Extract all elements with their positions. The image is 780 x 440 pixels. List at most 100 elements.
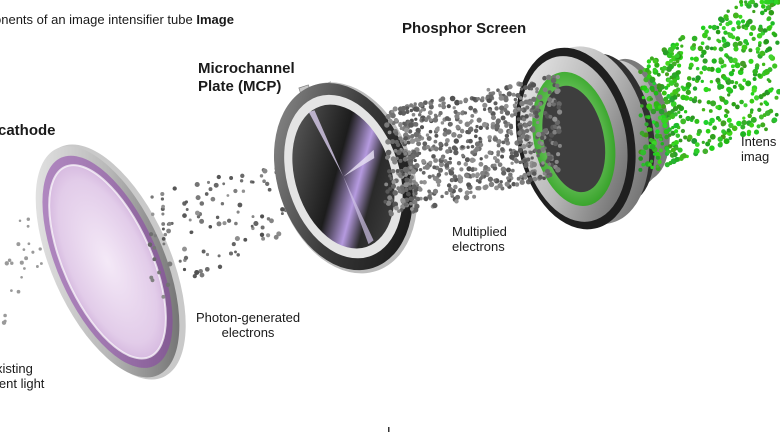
green-particle bbox=[677, 147, 683, 153]
ambient-particle bbox=[10, 289, 13, 292]
multiplied-electron-particle bbox=[418, 168, 423, 172]
multiplied-electron-particle bbox=[482, 102, 488, 108]
green-particle bbox=[676, 104, 681, 109]
multiplied-electron-particle bbox=[556, 128, 562, 134]
multiplied-electron-particle bbox=[554, 83, 560, 89]
green-particle bbox=[726, 9, 730, 13]
multiplied-electron-particle bbox=[399, 208, 404, 212]
green-particle bbox=[718, 57, 723, 62]
multiplied-electron-particle bbox=[412, 106, 418, 112]
electron-particle bbox=[194, 181, 200, 188]
multiplied-electron-particle bbox=[542, 176, 546, 181]
multiplied-electron-particle bbox=[445, 138, 450, 143]
green-particle bbox=[660, 142, 665, 146]
green-particle bbox=[734, 5, 738, 10]
multiplied-electron-particle bbox=[553, 99, 558, 104]
multiplied-electron-particle bbox=[412, 195, 417, 199]
multiplied-electron-particle bbox=[475, 186, 480, 191]
multiplied-electron-particle bbox=[405, 109, 410, 114]
green-particle bbox=[735, 104, 740, 110]
electron-particle bbox=[182, 246, 187, 252]
multiplied-electron-particle bbox=[487, 176, 494, 182]
multiplied-electron-particle bbox=[552, 129, 558, 135]
multiplied-electron-particle bbox=[418, 187, 423, 192]
multiplied-electron-particle bbox=[517, 107, 521, 111]
green-particle bbox=[775, 40, 780, 45]
multiplied-electron-particle bbox=[535, 87, 539, 91]
multiplied-electron-particle bbox=[494, 106, 499, 111]
multiplied-electron-particle bbox=[438, 141, 443, 147]
electron-particle bbox=[237, 202, 243, 208]
green-particle bbox=[692, 43, 696, 48]
green-particle bbox=[721, 26, 726, 30]
green-particle bbox=[680, 128, 686, 134]
green-particle bbox=[748, 58, 754, 64]
multiplied-electron-particle bbox=[401, 172, 405, 176]
multiplied-electron-particle bbox=[475, 172, 480, 178]
green-particle bbox=[749, 31, 754, 37]
multiplied-electron-particle bbox=[527, 120, 533, 126]
electron-particle bbox=[215, 215, 220, 220]
green-particle bbox=[706, 66, 712, 72]
multiplied-electron-particle bbox=[504, 181, 510, 187]
green-particle bbox=[673, 129, 679, 134]
multiplied-electron-particle bbox=[531, 96, 537, 102]
multiplied-electron-particle bbox=[414, 117, 418, 121]
green-particle bbox=[732, 12, 739, 19]
multiplied-electron-particle bbox=[456, 111, 461, 116]
multiplied-electron-particle bbox=[552, 116, 558, 122]
green-particle bbox=[669, 47, 675, 53]
multiplied-electron-particle bbox=[473, 148, 478, 154]
green-particle bbox=[758, 24, 763, 29]
green-particle bbox=[709, 133, 716, 140]
multiplied-electron-particle bbox=[425, 144, 431, 150]
green-particle bbox=[750, 91, 755, 96]
multiplied-electron-particle bbox=[498, 90, 502, 95]
multiplied-electron-particle bbox=[527, 100, 534, 106]
electron-particle bbox=[234, 221, 238, 226]
ambient-particle bbox=[24, 256, 29, 261]
multiplied-electron-particle bbox=[441, 104, 447, 110]
green-particle bbox=[667, 127, 672, 132]
multiplied-electron-particle bbox=[395, 156, 399, 161]
electron-particle bbox=[240, 173, 245, 178]
green-particle bbox=[706, 100, 711, 105]
green-particle bbox=[760, 4, 766, 9]
multiplied-electron-particle bbox=[425, 133, 430, 137]
multiplied-electron-particle bbox=[408, 122, 414, 128]
green-particle bbox=[665, 149, 671, 154]
electron-particle bbox=[195, 195, 201, 201]
multiplied-electron-particle bbox=[535, 90, 539, 94]
green-particle bbox=[732, 57, 738, 64]
multiplied-electron-particle bbox=[509, 132, 514, 136]
multiplied-electron-particle bbox=[484, 154, 489, 159]
green-particle bbox=[678, 114, 683, 119]
electron-particle bbox=[267, 187, 272, 192]
green-particle bbox=[697, 45, 704, 52]
green-particle bbox=[680, 35, 686, 41]
multiplied-electron-particle bbox=[536, 120, 540, 125]
green-particle bbox=[763, 100, 768, 105]
green-particle bbox=[728, 136, 733, 141]
electron-particle bbox=[194, 269, 200, 276]
green-particle bbox=[768, 108, 774, 114]
ambient-particle bbox=[16, 289, 21, 294]
green-particle bbox=[712, 46, 717, 51]
green-particle bbox=[651, 120, 656, 124]
multiplied-electron-particle bbox=[539, 135, 545, 141]
multiplied-electron-particle bbox=[464, 157, 470, 163]
green-particle bbox=[680, 44, 684, 48]
multiplied-electron-particle bbox=[510, 161, 514, 165]
multiplied-electron-particle bbox=[402, 156, 408, 162]
multiplied-electron-particle bbox=[453, 149, 459, 156]
green-particle bbox=[688, 62, 694, 68]
green-particle bbox=[722, 63, 727, 68]
multiplied-electron-particle bbox=[557, 109, 563, 115]
multiplied-electron-particle bbox=[495, 118, 501, 124]
green-particle bbox=[649, 85, 655, 91]
multiplied-electron-particle bbox=[506, 91, 512, 97]
electron-particle bbox=[280, 207, 285, 212]
multiplied-electron-particle bbox=[472, 108, 478, 113]
electron-particle bbox=[226, 218, 232, 223]
ambient-particle bbox=[19, 260, 24, 265]
